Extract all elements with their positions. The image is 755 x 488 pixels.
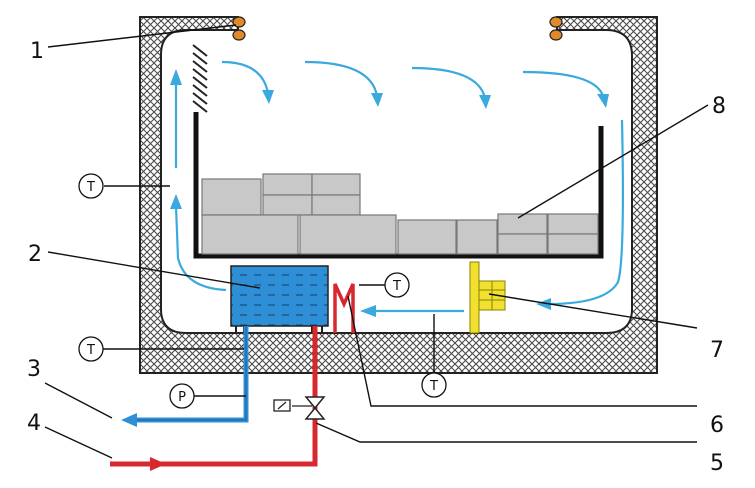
label-2: 2 — [28, 242, 42, 267]
cold-flow-arrow — [121, 413, 137, 427]
label-5: 5 — [710, 451, 724, 476]
hot-flow-arrow — [150, 457, 166, 471]
sensor-t-tank-bottom: T — [78, 336, 104, 362]
sensor-p-pipe: P — [169, 383, 195, 409]
door-seal-left — [232, 16, 246, 41]
heater-element — [333, 283, 355, 333]
svg-text:T: T — [86, 343, 95, 358]
insulated-enclosure — [139, 16, 658, 374]
air-flow-arrows — [170, 60, 624, 317]
water-tank — [230, 265, 329, 327]
sensor-t-duct: T — [421, 372, 447, 398]
fan — [469, 261, 506, 334]
svg-text:P: P — [178, 390, 186, 405]
sensor-t-left-wall: T — [78, 173, 104, 199]
label-4: 4 — [27, 411, 41, 436]
label-3: 3 — [27, 357, 41, 382]
hot-water-pipe — [110, 326, 318, 467]
svg-text:T: T — [392, 279, 401, 294]
valve-icon — [273, 396, 326, 420]
label-1: 1 — [30, 39, 44, 64]
leader-lines — [44, 24, 709, 459]
sensor-t-heater: T — [384, 272, 410, 298]
svg-text:T: T — [429, 379, 438, 394]
load-tray — [193, 112, 604, 259]
label-6: 6 — [710, 413, 724, 438]
label-7: 7 — [710, 338, 724, 363]
svg-text:T: T — [86, 180, 95, 195]
load-blocks — [201, 173, 599, 255]
label-8: 8 — [712, 94, 726, 119]
door-seal-right — [549, 16, 563, 41]
vent-louvre — [192, 44, 208, 113]
